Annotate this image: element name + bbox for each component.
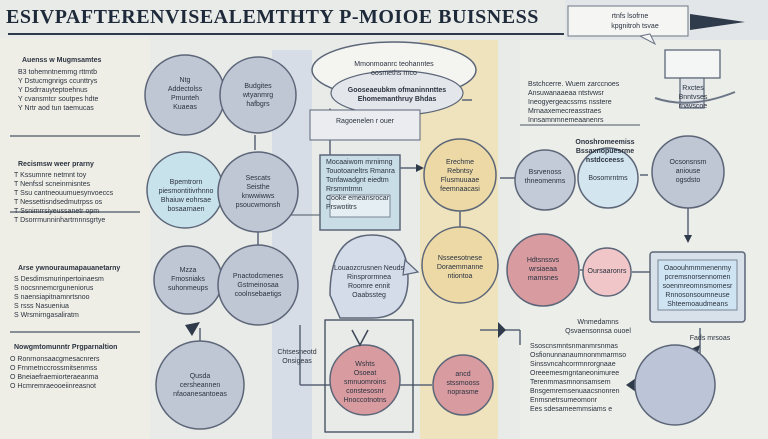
node-circle <box>421 226 499 304</box>
arrowhead <box>416 164 424 172</box>
node-circle <box>577 147 639 209</box>
node-circle <box>217 151 299 233</box>
screen-label: Oaoouhmmmenenmy pcremsnorsennomen soenmr… <box>662 265 733 308</box>
chevron-shape <box>351 329 369 347</box>
node-circle <box>651 135 725 209</box>
machine-body <box>664 49 721 79</box>
arrowhead <box>185 322 200 336</box>
hub-label: Gooseaeubkm ofmaninnnttes Ehomemanthruy … <box>347 87 447 103</box>
node-circle <box>506 233 580 307</box>
note-label: Fads mrsoas <box>689 335 731 342</box>
node-circle <box>582 247 632 297</box>
note-label: Wnmedamns Qsvaensonnsa ouoel <box>565 319 631 335</box>
left-block-list: S Desdimsmurinpertoinaesm S nocsnnemcrgu… <box>14 276 104 319</box>
node-label: Sescats Seisthe knwwiwws psoucwmonsh <box>235 175 281 209</box>
label-box <box>309 109 421 141</box>
node-circle <box>219 56 297 134</box>
node-label: Bsrvenoss thneomenms <box>524 169 566 185</box>
left-block-title: Auenss w Mugmsamtes <box>22 57 102 64</box>
top-card <box>567 5 689 37</box>
right-block-list: Bstchcerre. Wuem zarccnoes Ansuwanaaeaa … <box>528 81 620 124</box>
bracket-box <box>324 319 414 433</box>
node-label: Chtsesneotd Onsigeas <box>277 349 317 365</box>
node-circle <box>155 340 245 430</box>
node-label: Ocsonsnsm aniouse ogsdsto <box>669 159 707 184</box>
arrowhead <box>684 235 692 243</box>
left-block-title: Nowgmtomunntr Prgparnaltion <box>14 344 118 351</box>
node-label: Pnactodcmenes Gstmeinosaa coolnsebaetigs <box>232 273 284 298</box>
top-note: rtnfs lsofrne <box>611 13 649 20</box>
top-arrow-icon <box>690 14 745 30</box>
info-panel-inner <box>329 194 391 218</box>
node-label: Mzza Fmosniaks suhonmeups <box>167 267 209 292</box>
left-block-list: O Ronrnonsaacgmesacnrers O Frnmetnccross… <box>10 356 100 390</box>
right-block-title: Onoshromeemiss Bssaxnopuesrme nstdcceess <box>575 139 635 164</box>
node-label: Wshts Osoeat smnuomroins constesosnr Hno… <box>343 361 387 404</box>
node-circle <box>634 344 716 426</box>
node-circle <box>514 149 576 211</box>
node-label: Hdtsnssvs wrsiaeaa mamsnes <box>526 257 560 282</box>
left-block-list: B3 tohemntnemmg rttmtb Y Dstucmgnrigs cc… <box>18 69 99 112</box>
node-label: Erechme Rebntsy Flusmuuaae feemnaacasi <box>440 159 480 193</box>
top-tail <box>638 33 657 46</box>
page-title: ESIVPAFTERENVISEALEMTHTY P-MOIOE BUISNES… <box>6 6 539 28</box>
machine-tray <box>654 91 736 104</box>
node-circle <box>217 244 299 326</box>
arrowhead <box>498 322 506 338</box>
node-label: Oursaaronrs <box>587 268 627 275</box>
left-block-title: Arse ywnouraumapauanetarny <box>18 265 121 272</box>
panel-label: Mocaaiwom mrnimng Touotoaneltrs Rmanra T… <box>326 159 395 211</box>
node-label: Budgites wtyanmrg hafbgrs <box>242 83 274 108</box>
node-circle <box>423 138 497 212</box>
left-panel <box>0 38 150 439</box>
node-circle <box>432 354 494 416</box>
node-label: Qusda cersheannen nfaoanesantoeas <box>173 373 227 398</box>
monitor-screen <box>657 259 738 311</box>
node-circle <box>329 344 401 416</box>
arrowhead <box>626 378 636 392</box>
node-label: Bosomrntms <box>588 175 628 182</box>
node-label: ancd stssmooss noprasme <box>446 371 480 396</box>
node-label: Ntg Addectolss Pmunteh Kuaeas <box>167 77 203 111</box>
node-label: Bpemtrorn piesmontitivrhnno Bhaiuw eohrs… <box>158 179 214 213</box>
left-block-title: Recismsw weer prarny <box>18 161 94 168</box>
speech-bubble <box>329 234 409 319</box>
bubble-label: Louaozcrusnen Neuds Rinsprormnea Roomre … <box>333 265 405 299</box>
bubble-label: Mmonmoanrc teohanntes oosmeths rnco <box>354 61 434 77</box>
node-label: Nsseesotnese Doraemmanne ntiontoa <box>436 255 484 280</box>
box-label: Ragoenelen r ouer <box>336 118 394 125</box>
right-block-list: Ssoscnsmntsnmanmrsnmas Osfionunnanaumnon… <box>530 343 627 413</box>
machine-label: Rxctes Bnntvses rnavscoe <box>678 85 708 110</box>
title-rule <box>8 33 564 35</box>
left-block-list: T Kssumnre netmnt toy T Nenfssl scneinrn… <box>14 172 114 224</box>
top-note: kpgnitroh tsvae <box>611 23 659 30</box>
bubble-tail <box>402 258 420 276</box>
